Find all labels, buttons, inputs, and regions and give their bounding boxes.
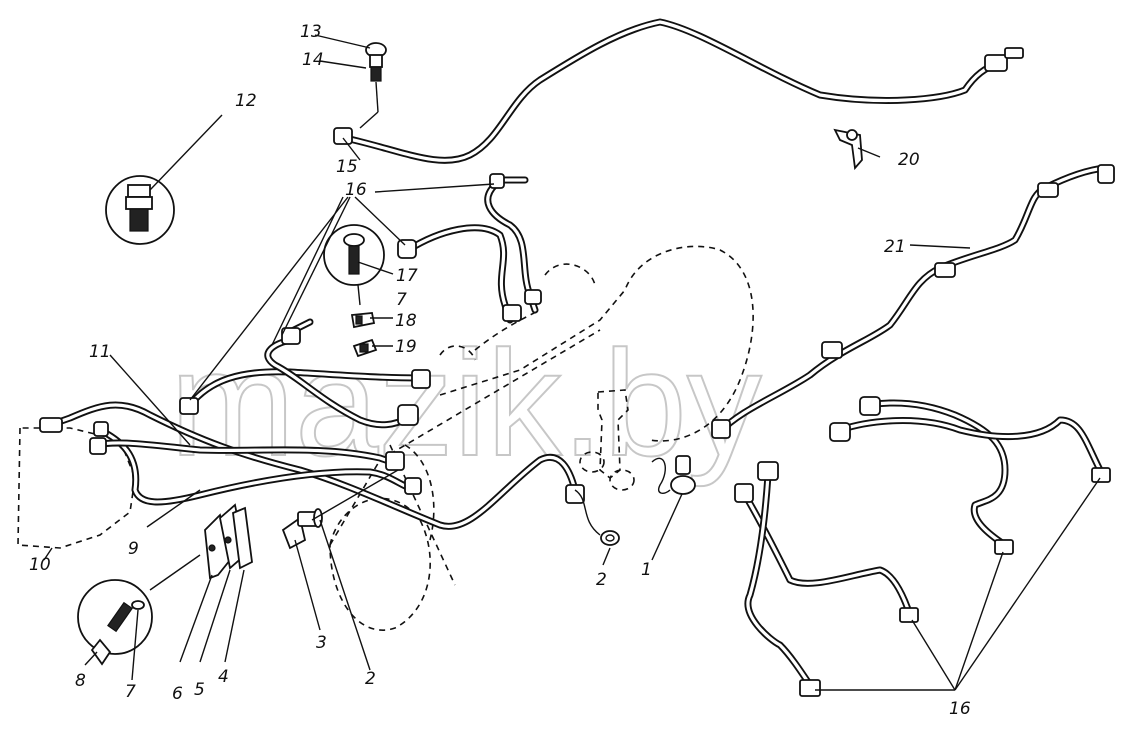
part-labels: 13 14 12 15 16 17 7 18 19 20 21 11 9 10 … (29, 22, 971, 719)
label-16-top: 16 (345, 180, 367, 200)
label-12: 12 (235, 91, 257, 111)
label-20: 20 (898, 150, 920, 170)
label-1: 1 (641, 560, 652, 580)
label-15: 15 (336, 157, 358, 177)
label-2-right: 2 (596, 570, 607, 590)
clamp-19 (352, 338, 378, 358)
clamp-18 (350, 312, 376, 329)
label-21: 21 (884, 237, 906, 257)
label-17: 17 (396, 266, 418, 286)
label-19: 19 (395, 337, 417, 357)
inset-fitting-12 (105, 175, 175, 245)
inset-bolt-8 (77, 579, 153, 666)
label-6: 6 (172, 684, 183, 704)
label-14: 14 (302, 50, 324, 70)
label-10: 10 (29, 555, 51, 575)
label-9: 9 (128, 539, 139, 559)
washer-2 (574, 489, 620, 546)
clip-20 (833, 128, 863, 171)
label-7-top: 7 (396, 290, 407, 310)
label-13: 13 (300, 22, 322, 42)
label-7-bottom: 7 (125, 682, 136, 702)
label-5: 5 (194, 680, 205, 700)
label-2-bottom: 2 (365, 669, 376, 689)
label-11: 11 (89, 342, 111, 362)
inset-bolt-17 (323, 224, 385, 306)
label-8: 8 (75, 671, 86, 691)
label-3: 3 (316, 633, 327, 653)
bolt-3 (281, 508, 323, 550)
fitting-1 (651, 455, 696, 495)
bracket-4-5-6 (149, 503, 253, 591)
pump-body-dashed (579, 389, 635, 491)
bolt-13 (359, 42, 387, 129)
leader-lines (43, 34, 1101, 691)
label-4: 4 (218, 667, 229, 687)
label-16-bottom: 16 (949, 699, 971, 719)
label-18: 18 (395, 311, 417, 331)
pipe-nuts (39, 47, 1115, 697)
